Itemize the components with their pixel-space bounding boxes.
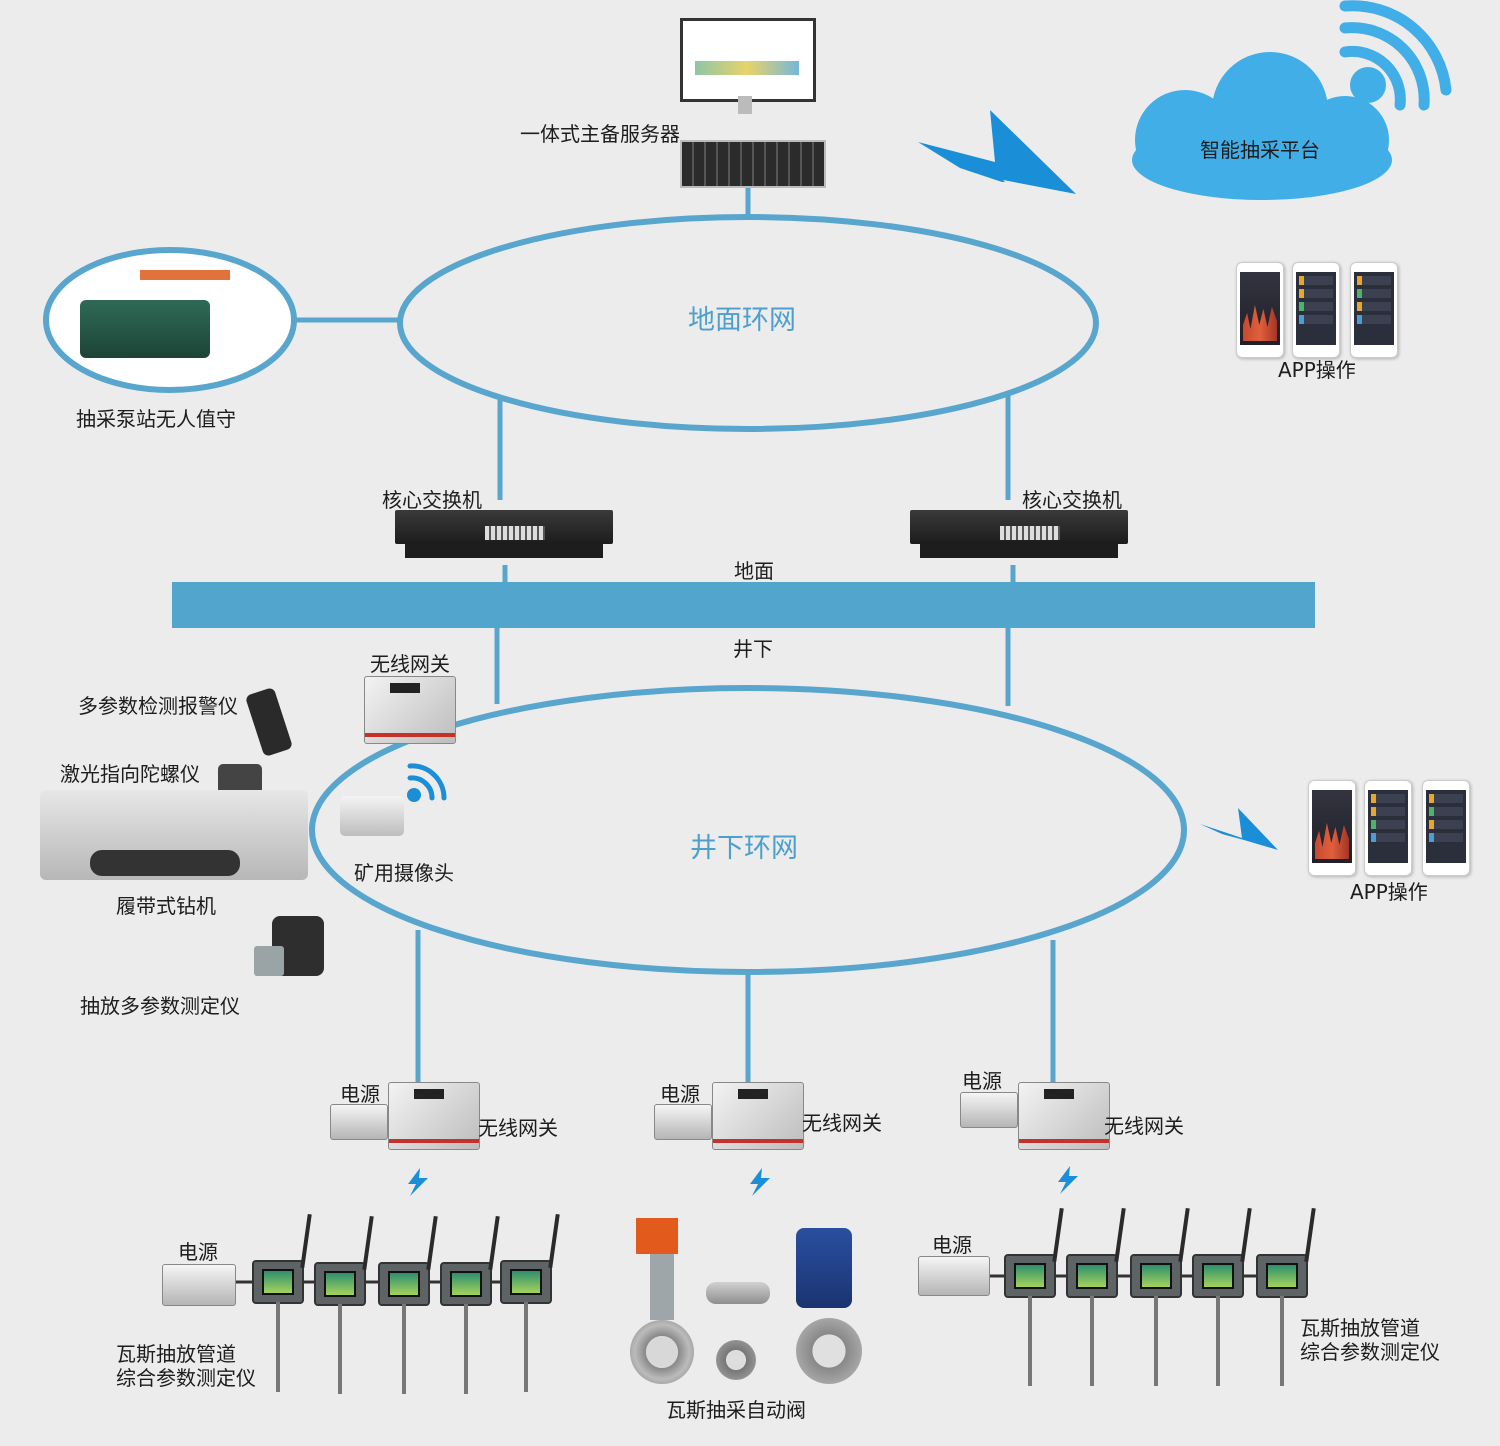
bottom-left-power-label: 电源 bbox=[178, 1240, 218, 1264]
bottom-right-power-unit bbox=[918, 1256, 990, 1296]
pipe-sensor bbox=[440, 1215, 500, 1394]
branch-2-power-unit bbox=[654, 1104, 712, 1140]
branch-3-gateway-label: 无线网关 bbox=[1104, 1114, 1184, 1138]
bottom-middle-label: 瓦斯抽采自动阀 bbox=[666, 1398, 806, 1422]
phone-menu bbox=[1422, 780, 1470, 876]
surface-ring bbox=[397, 214, 1099, 432]
bottom-left-power-unit bbox=[162, 1264, 236, 1306]
surface-label: 地面 bbox=[734, 559, 774, 583]
core-switch-left bbox=[395, 510, 613, 558]
branch-2-gateway bbox=[712, 1082, 804, 1150]
pipe-sensor bbox=[252, 1213, 312, 1392]
cloud-shape bbox=[1132, 52, 1392, 200]
mine-camera bbox=[340, 796, 404, 836]
surface-underground-bar bbox=[172, 582, 1315, 628]
valve-butterfly bbox=[636, 1218, 678, 1254]
pipe-sensor bbox=[1256, 1207, 1316, 1386]
pipe-sensor bbox=[500, 1213, 560, 1392]
bottom-right-power-label: 电源 bbox=[932, 1233, 972, 1257]
pump-station-image bbox=[80, 300, 210, 358]
branch-2-power-label: 电源 bbox=[660, 1082, 700, 1106]
pipe-sensor bbox=[314, 1215, 374, 1394]
bottom-right-label-1: 瓦斯抽放管道 bbox=[1300, 1316, 1420, 1340]
branch-1-power-label: 电源 bbox=[340, 1082, 380, 1106]
valve-pneumatic bbox=[706, 1282, 770, 1304]
phone-menu bbox=[1364, 780, 1412, 876]
left-gateway bbox=[364, 676, 456, 744]
branch-3-power-label: 电源 bbox=[962, 1069, 1002, 1093]
pipe-sensor bbox=[1066, 1207, 1126, 1386]
branch-3-gateway bbox=[1018, 1082, 1110, 1150]
wireless-link-icon bbox=[918, 110, 1076, 194]
wireless-link-icon bbox=[1200, 808, 1278, 850]
underground-label: 井下 bbox=[733, 637, 773, 661]
pipe-sensor bbox=[378, 1215, 438, 1394]
phone-chart bbox=[1236, 262, 1284, 358]
server-label: 一体式主备服务器 bbox=[520, 122, 680, 146]
branch-1-gateway bbox=[388, 1082, 480, 1150]
laser-gyro-label: 激光指向陀螺仪 bbox=[60, 762, 200, 786]
monitor bbox=[680, 18, 816, 102]
wireless-link-icon bbox=[408, 1168, 428, 1196]
cloud-label: 智能抽采平台 bbox=[1200, 138, 1320, 162]
phone-menu bbox=[1350, 262, 1398, 358]
server-rack bbox=[680, 140, 826, 188]
gas-alarm-label: 多参数检测报警仪 bbox=[78, 694, 238, 718]
phone-menu bbox=[1292, 262, 1340, 358]
core-switch-left-label: 核心交换机 bbox=[382, 488, 482, 512]
drill-label: 履带式钻机 bbox=[116, 894, 216, 918]
left-gateway-label: 无线网关 bbox=[370, 652, 450, 676]
camera-label: 矿用摄像头 bbox=[354, 861, 454, 885]
bottom-left-label-2: 综合参数测定仪 bbox=[116, 1366, 256, 1390]
pump-station-label: 抽采泵站无人值守 bbox=[76, 407, 236, 431]
core-switch-right-label: 核心交换机 bbox=[1022, 488, 1122, 512]
surface-ring-label: 地面环网 bbox=[688, 305, 796, 336]
pipe-sensor bbox=[1192, 1207, 1252, 1386]
underground-ring-label: 井下环网 bbox=[690, 833, 798, 864]
camera-wifi-icon bbox=[407, 763, 447, 802]
bottom-right-label-2: 综合参数测定仪 bbox=[1300, 1340, 1440, 1364]
app-surface-label: APP操作 bbox=[1278, 358, 1356, 382]
pipe-sensor bbox=[1130, 1207, 1190, 1386]
branch-1-gateway-label: 无线网关 bbox=[478, 1116, 558, 1140]
drainage-meter-label: 抽放多参数测定仪 bbox=[80, 994, 240, 1018]
pipe-sensor bbox=[1004, 1207, 1064, 1386]
phone-chart bbox=[1308, 780, 1356, 876]
core-switch-right bbox=[910, 510, 1128, 558]
branch-2-gateway-label: 无线网关 bbox=[802, 1111, 882, 1135]
app-underground-label: APP操作 bbox=[1350, 880, 1428, 904]
valve-electric bbox=[796, 1228, 852, 1308]
bottom-left-label-1: 瓦斯抽放管道 bbox=[116, 1342, 236, 1366]
wireless-link-icon bbox=[1058, 1166, 1078, 1194]
cloud-wifi-icon bbox=[1339, 0, 1452, 111]
wireless-link-icon bbox=[750, 1168, 770, 1196]
branch-3-power-unit bbox=[960, 1092, 1018, 1128]
branch-1-power-unit bbox=[330, 1104, 388, 1140]
